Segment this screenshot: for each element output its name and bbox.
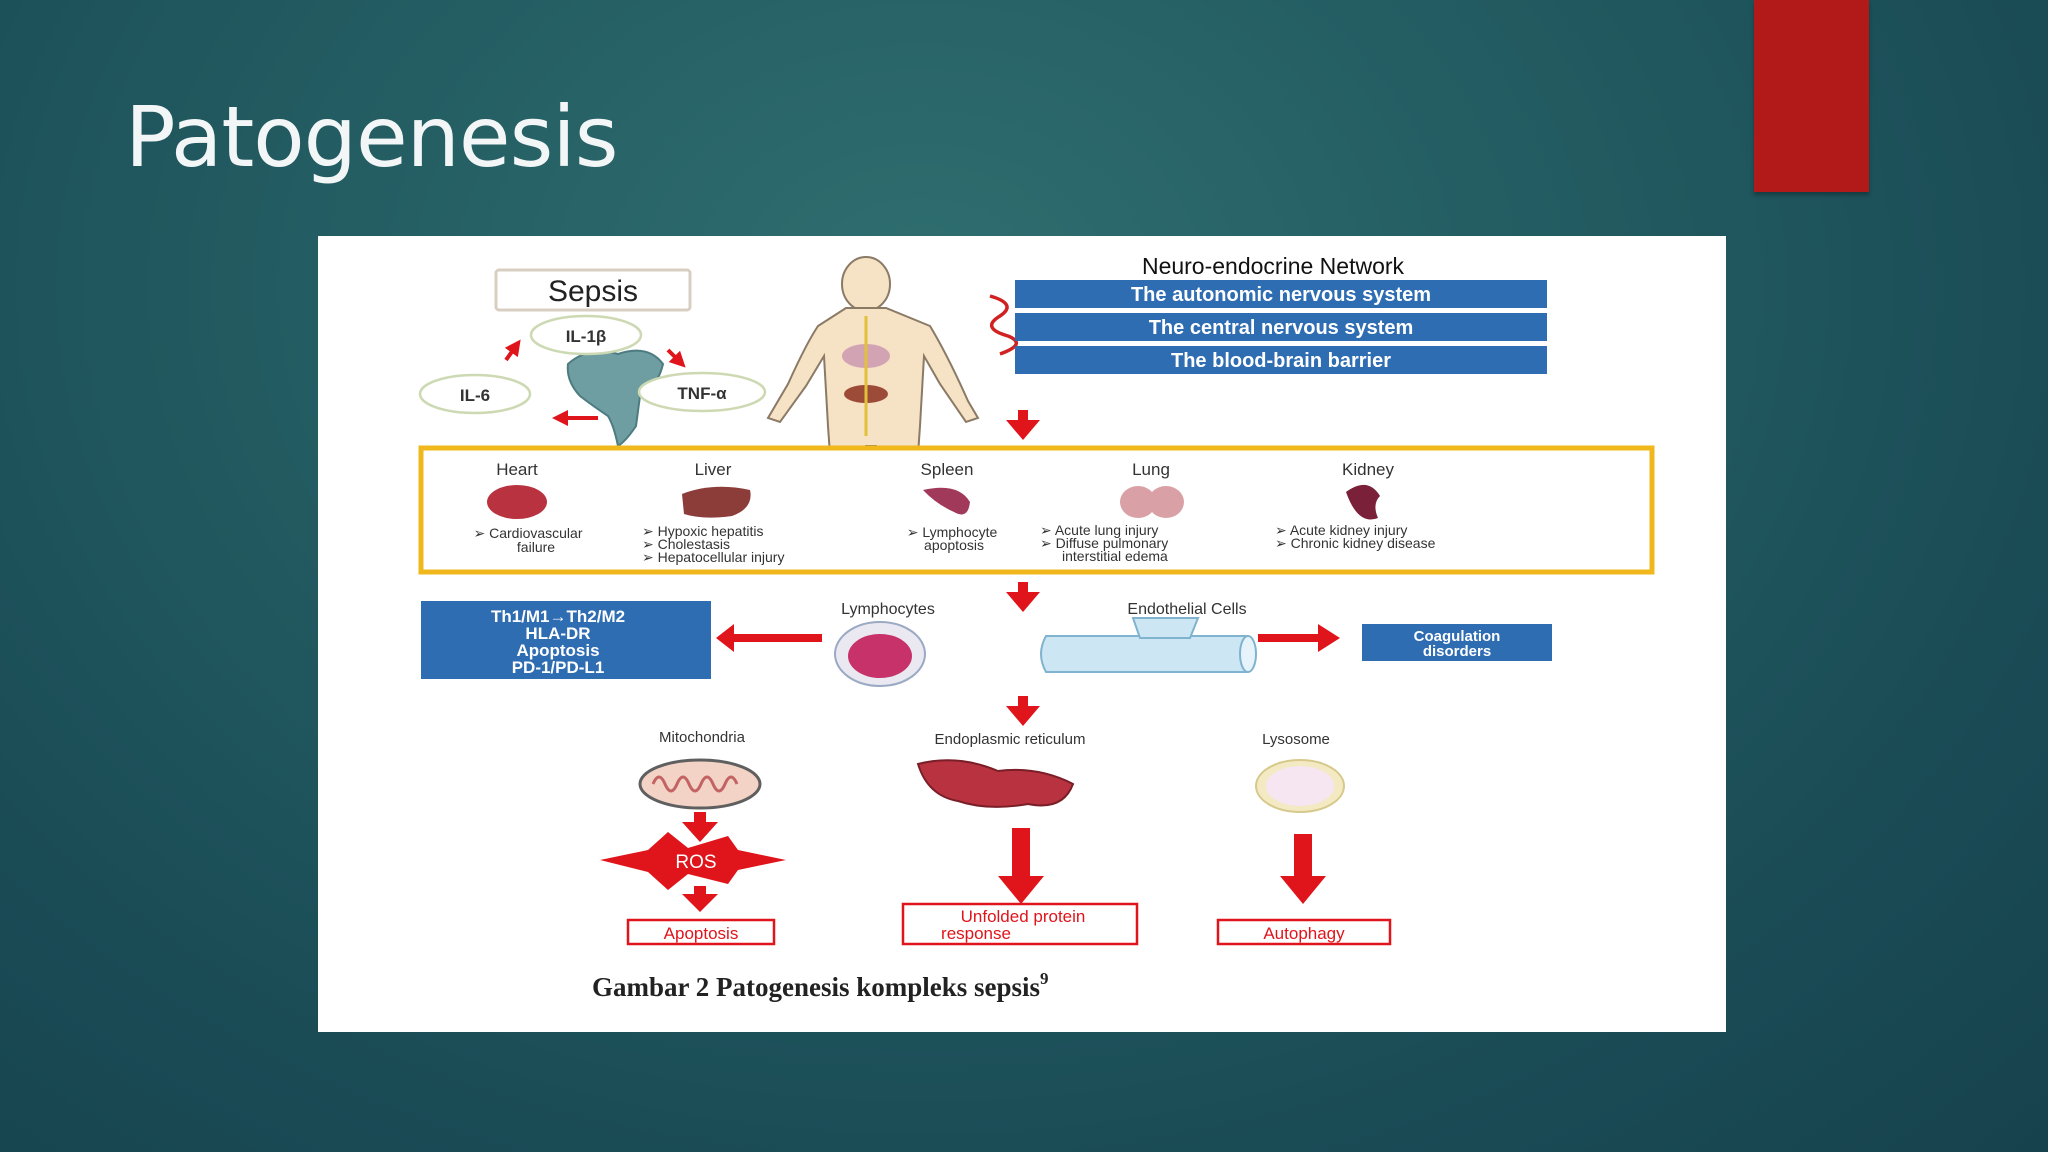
organ-effect: ➢ Chronic kidney disease (1275, 535, 1436, 551)
down-arrow (1280, 834, 1326, 904)
neuro-item-label: The central nervous system (1149, 317, 1414, 339)
down-arrow (682, 812, 718, 842)
neuro-item-label: The blood-brain barrier (1171, 350, 1391, 372)
left-arrow (716, 624, 822, 652)
il1b-bubble (529, 314, 643, 356)
organ-effect: ➢ Hepatocellular injury (642, 549, 784, 565)
lymphocytes-label: Lymphocytes (841, 601, 935, 618)
organ-kidney: Kidney ➢ Acute kidney injury ➢ Chronic k… (1275, 460, 1436, 551)
cytokine-cycle: IL-1β IL-6 TNF-α (418, 314, 767, 448)
upr-line: Unfolded protein (961, 907, 1086, 926)
er-label: Endoplasmic reticulum (935, 731, 1086, 748)
organ-effect: interstitial edema (1062, 548, 1168, 564)
organ-lung: Lung ➢ Acute lung injury ➢ Diffuse pulmo… (1040, 460, 1184, 564)
immune-line: Apoptosis (516, 641, 599, 660)
coagulation-line: Coagulation (1414, 628, 1501, 645)
organ-panel (418, 445, 1655, 575)
kidney-icon (1346, 484, 1380, 520)
organ-effect: apoptosis (924, 537, 984, 553)
neuro-endocrine-title: Neuro-endocrine Network (1142, 253, 1405, 279)
organ-liver: Liver ➢ Hypoxic hepatitis ➢ Cholestasis … (642, 460, 784, 565)
ros-burst (600, 832, 786, 890)
immune-line: HLA-DR (525, 624, 590, 643)
spleen-icon (923, 487, 970, 515)
ros-label: ROS (675, 852, 716, 873)
human-body-figure (766, 256, 980, 544)
organ-effect: ➢ Cholestasis (642, 536, 730, 552)
coagulation-line: disorders (1423, 643, 1491, 660)
immune-response-box: Th1/M1→Th2/M2 HLA-DR Apoptosis PD-1/PD-L… (421, 601, 711, 679)
signal-squiggle (989, 294, 1018, 356)
pathogenesis-figure: Sepsis IL-1β IL-6 TNF-α Neuro-endocrine … (318, 236, 1726, 1032)
organ-heart: Heart ➢ Cardiovascular failure (474, 460, 583, 555)
organ-name: Liver (695, 460, 732, 479)
macrophage-cell (566, 349, 665, 448)
lysosome (1255, 759, 1345, 813)
caption-superscript: 9 (1040, 969, 1049, 988)
cycle-arrow (666, 348, 686, 368)
organ-effect: failure (517, 539, 555, 555)
down-arrow (1006, 410, 1040, 440)
red-accent-tab (1754, 0, 1869, 192)
down-arrow (998, 828, 1044, 904)
immune-line: PD-1/PD-L1 (512, 658, 605, 677)
mitochondria-label: Mitochondria (659, 729, 746, 746)
apoptosis-box: Apoptosis (626, 918, 776, 946)
organ-effect: ➢ Acute kidney injury (1275, 522, 1407, 538)
blood-vessel (1040, 617, 1257, 673)
organ-effect: ➢ Lymphocyte (907, 524, 998, 540)
upr-box: Unfolded protein response (901, 902, 1139, 946)
slide-title: Patogenesis (125, 88, 618, 186)
endoplasmic-reticulum (916, 759, 1075, 808)
tnfa-label: TNF-α (677, 384, 727, 403)
organ-effect: ➢ Diffuse pulmonary (1040, 535, 1168, 551)
organ-name: Spleen (921, 460, 974, 479)
organ-effect: ➢ Hypoxic hepatitis (642, 523, 763, 539)
endothelial-label: Endothelial Cells (1127, 601, 1246, 618)
heart-icon (487, 485, 547, 519)
autophagy-box: Autophagy (1216, 918, 1392, 946)
liver-icon (682, 486, 751, 518)
neuro-item-label: The autonomic nervous system (1131, 284, 1431, 306)
caption-text: Gambar 2 Patogenesis kompleks sepsis (592, 972, 1040, 1002)
neuro-item: The central nervous system (1015, 313, 1547, 341)
down-arrow (1006, 696, 1040, 726)
organ-effect: ➢ Cardiovascular (474, 525, 583, 541)
organ-name: Kidney (1342, 460, 1394, 479)
cycle-arrow (504, 339, 521, 362)
immune-line: Th1/M1→Th2/M2 (491, 607, 625, 626)
tnfa-bubble (637, 371, 767, 413)
organ-spleen: Spleen ➢ Lymphocyte apoptosis (907, 460, 998, 553)
sepsis-label: Sepsis (548, 275, 638, 308)
il1b-label: IL-1β (566, 327, 607, 346)
organ-name: Lung (1132, 460, 1170, 479)
sepsis-box: Sepsis (494, 268, 692, 312)
down-arrow (682, 886, 718, 912)
il6-bubble (418, 373, 532, 415)
figure-caption: Gambar 2 Patogenesis kompleks sepsis9 (592, 969, 1049, 1002)
mitochondrion (638, 758, 762, 810)
neuro-item: The blood-brain barrier (1015, 346, 1547, 374)
lymphocyte-cell (834, 621, 926, 687)
pathogenesis-diagram: Sepsis IL-1β IL-6 TNF-α Neuro-endocrine … (418, 253, 1655, 1002)
lung-icon (1120, 486, 1156, 518)
coagulation-box: Coagulation disorders (1362, 624, 1552, 661)
upr-line: response (941, 924, 1011, 943)
apoptosis-label: Apoptosis (664, 924, 739, 943)
neuro-item: The autonomic nervous system (1015, 280, 1547, 308)
lysosome-label: Lysosome (1262, 731, 1330, 748)
il6-label: IL-6 (460, 386, 490, 405)
autophagy-label: Autophagy (1263, 924, 1345, 943)
lung-icon (1148, 486, 1184, 518)
right-arrow (1258, 624, 1340, 652)
organ-effect: ➢ Acute lung injury (1040, 522, 1158, 538)
organ-name: Heart (496, 460, 538, 479)
down-arrow (1006, 582, 1040, 612)
